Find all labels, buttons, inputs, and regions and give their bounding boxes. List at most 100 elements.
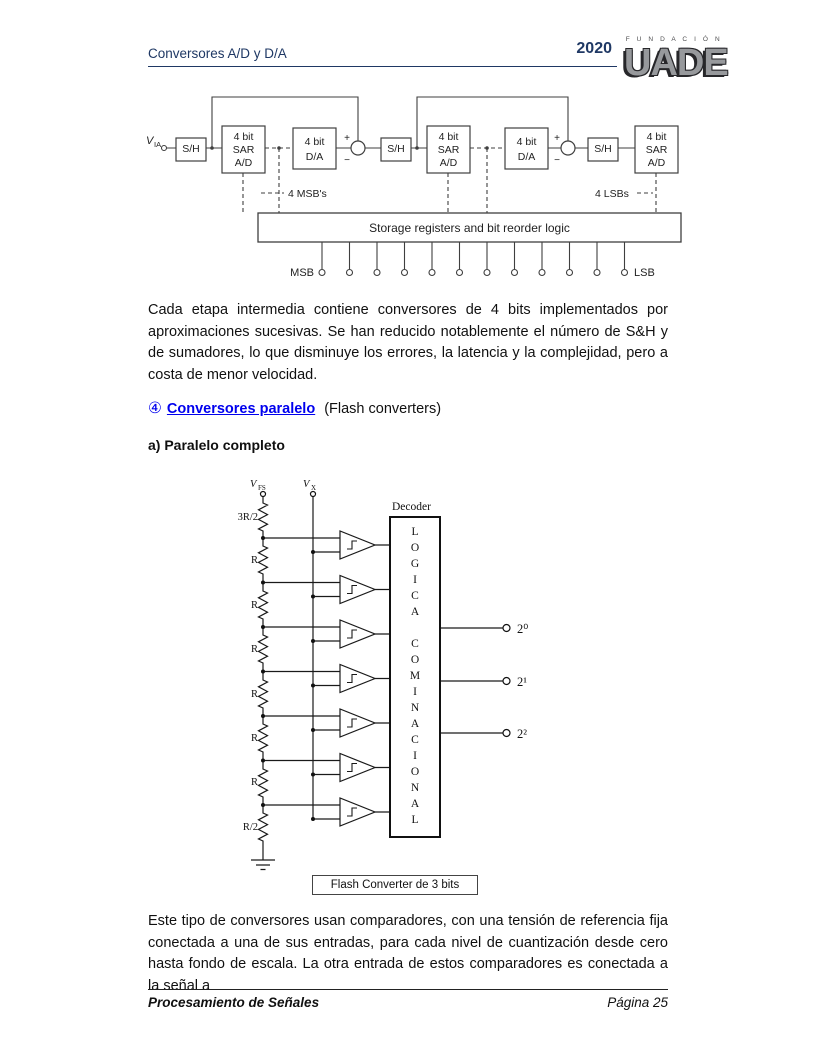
hysteresis-glyphs — [347, 540, 357, 817]
tap-wires — [263, 537, 340, 806]
comparator-outputs — [375, 544, 390, 813]
wires — [167, 96, 657, 269]
vx-wires — [313, 551, 340, 820]
dac-label-1a: 4 bit — [305, 136, 325, 148]
comparator-7 — [339, 797, 377, 827]
summer-1 — [350, 140, 366, 156]
terminals — [160, 144, 629, 277]
dac-label-1b: D/A — [306, 151, 324, 163]
resistor-label-1: R — [251, 555, 258, 566]
vref-label: V — [250, 479, 258, 490]
sar-adc-box-1 — [221, 125, 266, 174]
resistor-label-6: R — [251, 777, 258, 788]
bit1-terminal — [502, 676, 511, 686]
header-rule — [148, 66, 617, 67]
sh-label-3: S/H — [594, 143, 612, 155]
sar-label-1c: A/D — [235, 157, 253, 169]
doc-title: Conversores A/D y D/A — [148, 46, 287, 61]
resistor-label-7: R/2 — [243, 822, 258, 833]
ground-symbol — [251, 859, 275, 871]
sar-label-2a: 4 bit — [439, 131, 459, 143]
comparator-6 — [339, 752, 377, 783]
vref-terminal — [259, 490, 267, 498]
logo-uade-text: UADE — [624, 42, 729, 84]
delay-loop-wires — [211, 96, 569, 148]
pipelined-adc-diagram: V IA S/H 4 bit SAR A/D 4 bit D/A + − S/H… — [146, 96, 682, 279]
junction-dots — [210, 146, 489, 150]
sar-label-3a: 4 bit — [647, 131, 667, 143]
paragraph-comparators: Este tipo de conversores usan comparador… — [148, 913, 668, 994]
section-number: ④ — [148, 400, 162, 417]
summer-2 — [560, 140, 576, 156]
sh-box-3 — [587, 137, 619, 162]
footer-rule — [148, 989, 668, 990]
bit1-label: 2¹ — [517, 675, 527, 689]
dac-label-2a: 4 bit — [517, 136, 537, 148]
summer-1-plus: + — [344, 133, 350, 144]
sh-label-2: S/H — [387, 143, 405, 155]
vx-subscript: X — [311, 484, 316, 492]
sar-label-1b: SAR — [233, 144, 255, 156]
subsection-paralelo-completo: a) Paralelo completo — [148, 437, 285, 453]
dac-label-2b: D/A — [518, 151, 536, 163]
footer-course-title: Procesamiento de Señales — [148, 995, 320, 1010]
bit2-terminal — [502, 728, 511, 738]
lsbs-label: 4 LSBs — [595, 188, 629, 200]
sar-label-3b: SAR — [646, 144, 668, 156]
blocks — [175, 125, 682, 243]
sar-label-1a: 4 bit — [234, 131, 254, 143]
input-terminal — [160, 144, 168, 152]
dac-box-2 — [504, 127, 549, 170]
decoder-output-wires — [440, 627, 503, 734]
conversores-paralelo-link[interactable]: Conversores paralelo — [166, 401, 316, 417]
storage-label: Storage registers and bit reorder logic — [369, 221, 570, 235]
dac-box-1 — [292, 127, 337, 170]
sar-adc-box-3 — [634, 125, 679, 174]
uade-logo: F U N D A C I Ó N UADE — [624, 36, 729, 84]
sar-label-2c: A/D — [440, 157, 458, 169]
decoder-box — [389, 516, 441, 838]
vin-subscript: IA — [154, 140, 161, 149]
resistor-label-4: R — [251, 689, 258, 700]
node-dots — [261, 536, 315, 821]
lsb-out-label: LSB — [634, 267, 655, 279]
msbs-label: 4 MSB's — [288, 188, 327, 200]
resistor-label-5: R — [251, 733, 258, 744]
sar-label-3c: A/D — [648, 157, 666, 169]
sh-box-2 — [380, 137, 412, 162]
comparator-5 — [339, 708, 377, 738]
summer-2-minus: − — [554, 155, 560, 166]
flash-terminals — [259, 490, 511, 738]
comparator-4 — [339, 663, 377, 694]
storage-register-box — [257, 212, 682, 243]
summer-1-minus: − — [344, 155, 350, 166]
msb-out-label: MSB — [290, 267, 314, 279]
resistor-label-3: R — [251, 644, 258, 655]
vin-label: V — [146, 135, 155, 147]
vx-terminal — [309, 490, 317, 498]
sh-box-1 — [175, 137, 207, 162]
decoder-label: Decoder — [392, 501, 431, 513]
summer-2-plus: + — [554, 133, 560, 144]
sar-label-2b: SAR — [438, 144, 460, 156]
bit0-terminal — [502, 623, 511, 633]
output-pin-stubs — [321, 242, 626, 269]
bit0-label: 2⁰ — [517, 622, 528, 636]
sar-adc-box-2 — [426, 125, 471, 174]
vx-label: V — [303, 479, 311, 490]
bit2-label: 2² — [517, 727, 527, 741]
vref-subscript: FS — [258, 484, 266, 492]
flash-diagram-caption: Flash Converter de 3 bits — [312, 875, 478, 895]
resistor-label-2: R — [251, 600, 258, 611]
comparator-2 — [339, 574, 377, 605]
comparator-1 — [339, 530, 377, 560]
decoder-vertical-text: L O G I C A C O M I N A C I O N A L — [409, 526, 421, 826]
sh-label-1: S/H — [182, 143, 200, 155]
paragraph-intermediate-stages: Cada etapa intermedia contiene conversor… — [148, 302, 668, 383]
flash-wires — [251, 496, 503, 871]
flash-converter-diagram: V FS V X Decoder 3R/2 R R R R R R R/2 2⁰… — [238, 479, 528, 871]
year-label: 2020 — [576, 40, 612, 57]
footer-page-number: Página 25 — [607, 995, 668, 1010]
section-suffix: (Flash converters) — [324, 401, 442, 417]
